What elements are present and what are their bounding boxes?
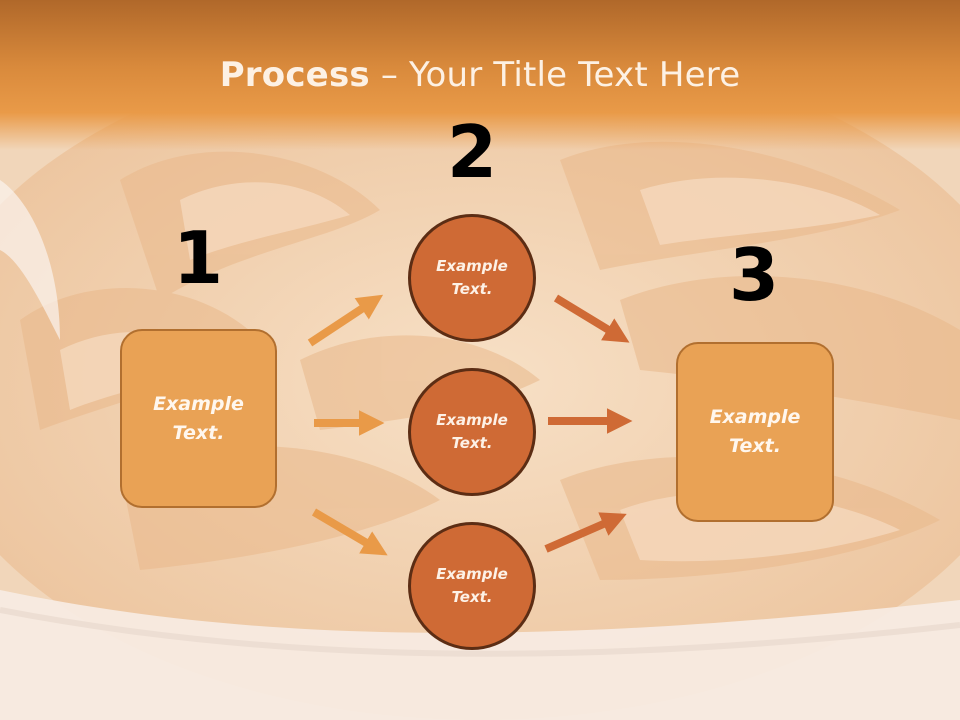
title-bold: Process [219,55,370,95]
title-bar [0,0,960,150]
right-text-box[interactable]: Example Text. [676,342,834,522]
left-text-box[interactable]: Example Text. [120,329,277,508]
step-number-3: 3 [728,233,780,317]
circle-bottom[interactable]: Example Text. [408,522,536,650]
left-box-text: Example Text. [153,392,244,444]
circle-bottom-text: Example Text. [436,565,508,606]
step-number-2: 2 [446,110,498,194]
step-number-1: 1 [172,216,224,300]
title-rest: – Your Title Text Here [369,55,741,95]
slide-title: Process – Your Title Text Here [0,50,960,100]
circle-top[interactable]: Example Text. [408,214,536,342]
circle-middle[interactable]: Example Text. [408,368,536,496]
circle-top-text: Example Text. [436,257,508,298]
circle-middle-text: Example Text. [436,411,508,452]
right-box-text: Example Text. [709,406,801,457]
